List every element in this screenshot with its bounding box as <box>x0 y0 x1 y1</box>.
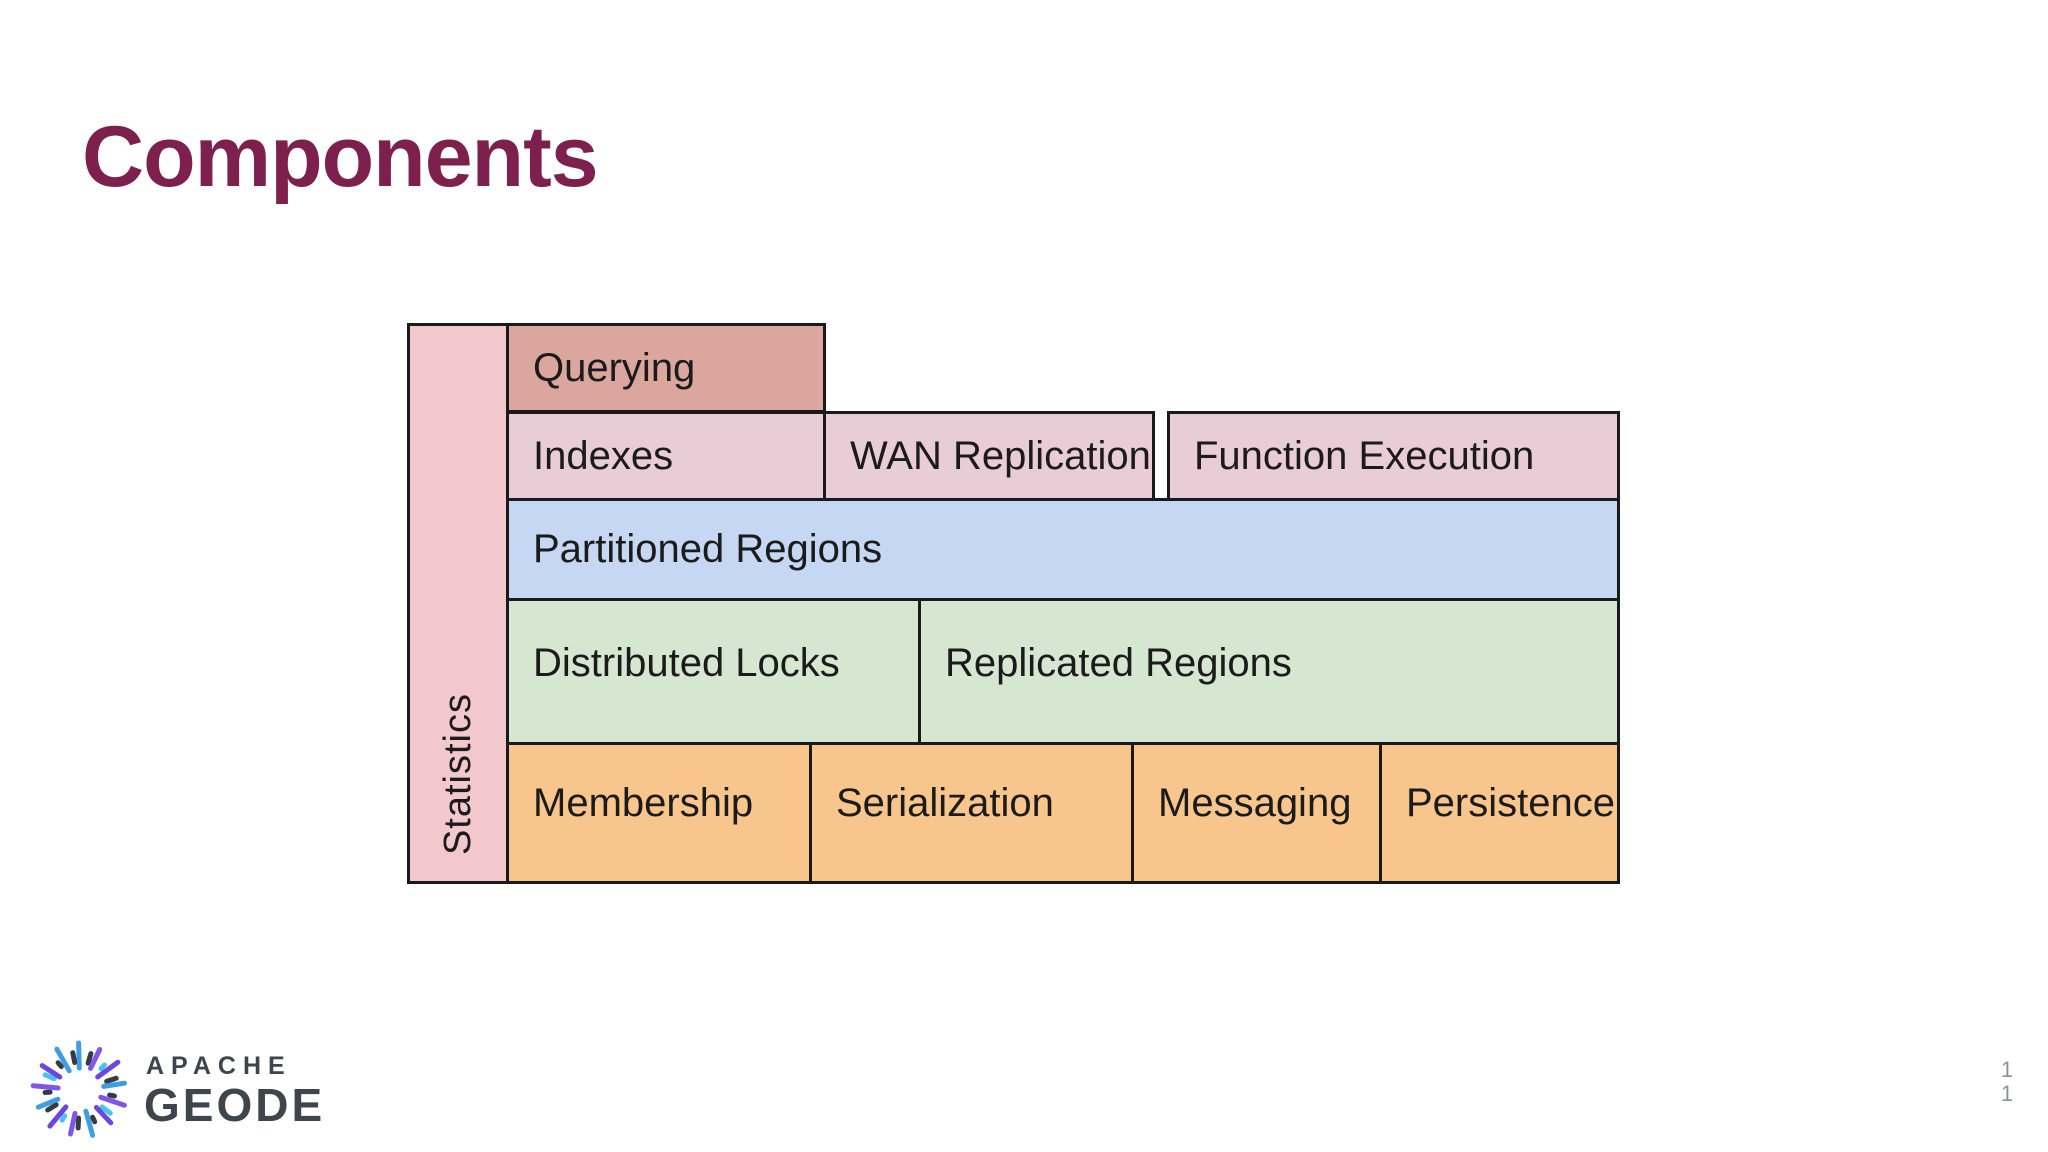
cell-partitioned-regions: Partitioned Regions <box>506 498 1620 601</box>
cell-serialization-label: Serialization <box>836 781 1054 825</box>
cell-membership: Membership <box>506 742 812 884</box>
cell-wan-replication: WAN Replication <box>823 411 1155 501</box>
cell-distributed-locks-label: Distributed Locks <box>533 641 840 685</box>
cell-messaging: Messaging <box>1131 742 1382 884</box>
logo-apache-text: APACHE <box>146 1052 292 1080</box>
cell-indexes: Indexes <box>506 411 826 501</box>
cell-indexes-label: Indexes <box>533 433 674 478</box>
page-title: Components <box>82 108 599 205</box>
cell-querying-label: Querying <box>533 345 696 390</box>
cell-replicated-regions-label: Replicated Regions <box>945 641 1292 685</box>
logo-geode-text: GEODE <box>144 1079 326 1131</box>
cell-querying: Querying <box>506 323 826 414</box>
cell-distributed-locks: Distributed Locks <box>506 598 921 745</box>
cell-persistence-label: Persistence <box>1406 781 1615 825</box>
cell-persistence: Persistence <box>1379 742 1620 884</box>
cell-replicated-regions: Replicated Regions <box>918 598 1620 745</box>
cell-partitioned-regions-label: Partitioned Regions <box>533 527 883 571</box>
page-number-bottom: 1 <box>2000 1081 2014 1106</box>
cell-serialization: Serialization <box>809 742 1134 884</box>
cell-function-execution-label: Function Execution <box>1194 433 1535 478</box>
cell-function-execution: Function Execution <box>1167 411 1620 501</box>
cell-messaging-label: Messaging <box>1158 781 1352 825</box>
page-number-top: 1 <box>2000 1057 2014 1082</box>
cell-membership-label: Membership <box>533 781 754 825</box>
statistics-label: Statistics <box>436 692 479 855</box>
apache-geode-logo: APACHE GEODE <box>30 1034 360 1144</box>
statistics-bar: Statistics <box>407 323 509 884</box>
page-numbers: 1 1 <box>2000 1058 2014 1106</box>
cell-wan-replication-label: WAN Replication <box>850 433 1151 478</box>
